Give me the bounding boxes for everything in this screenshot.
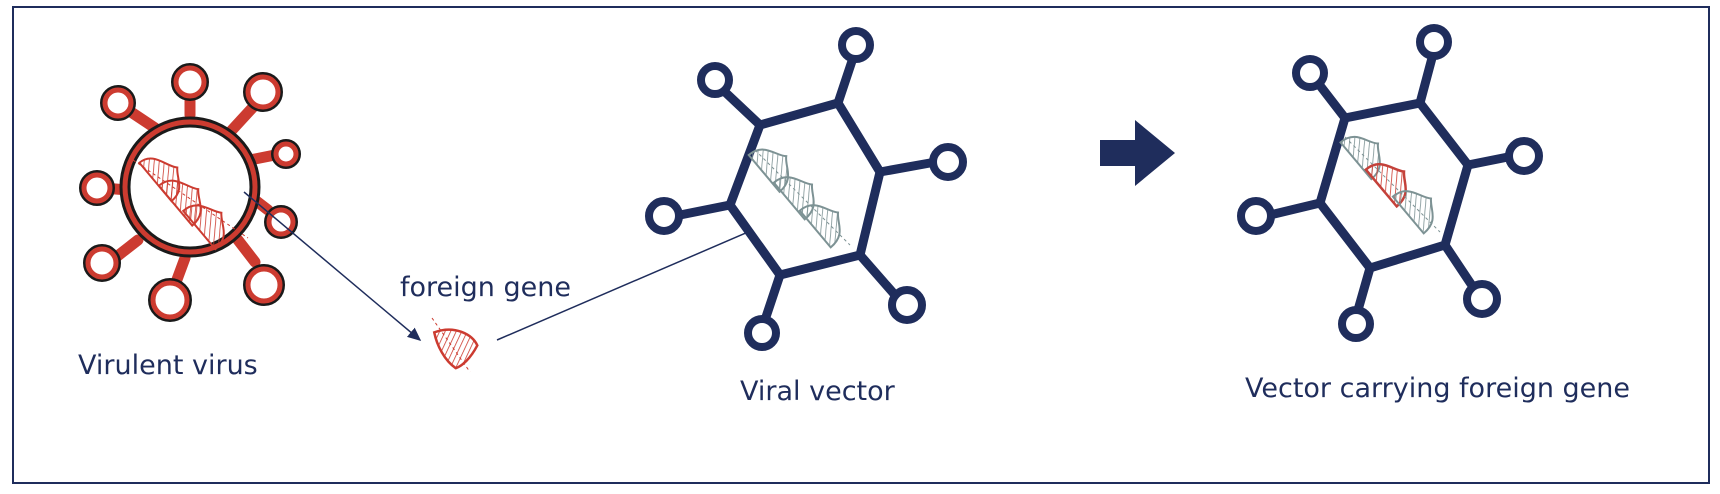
dna-icon [747, 148, 851, 249]
viral-vector-icon [645, 27, 967, 351]
viral-vector-label: Viral vector [740, 376, 895, 407]
dna-icon [1339, 136, 1441, 235]
dna-icon [132, 157, 249, 251]
virulent-virus-label: Virulent virus [78, 350, 258, 381]
insert-arrow [496, 213, 792, 341]
result-arrow-icon [1100, 120, 1175, 186]
extract-arrow [243, 191, 422, 341]
foreign-gene-label: foreign gene [400, 272, 571, 303]
foreign-gene-icon [431, 317, 479, 373]
recombinant-vector-icon [1237, 24, 1543, 342]
vector-carrying-label: Vector carrying foreign gene [1245, 373, 1631, 404]
virulent-virus-icon [79, 63, 301, 322]
